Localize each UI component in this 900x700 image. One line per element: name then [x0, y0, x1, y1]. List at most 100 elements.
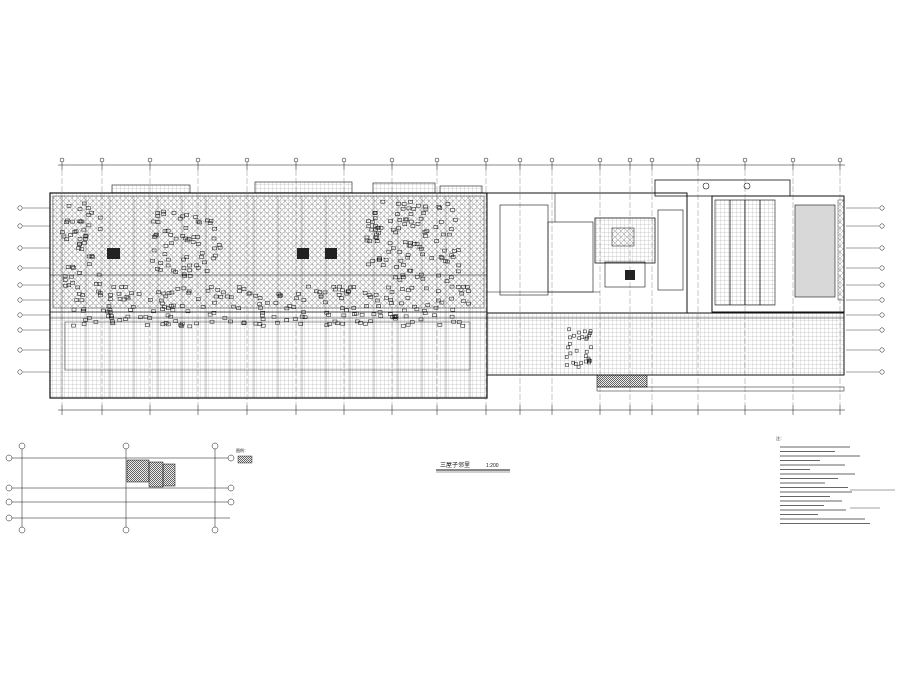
skylight-block	[221, 290, 226, 295]
skylight-block	[181, 266, 187, 270]
skylight-block	[412, 304, 417, 309]
skylight-block	[96, 289, 101, 294]
skylight-block	[110, 321, 116, 326]
skylight-block	[136, 292, 142, 296]
skylight-block	[397, 250, 403, 254]
skylight-block	[165, 228, 171, 233]
skylight-block	[222, 316, 228, 320]
skylight-block	[260, 317, 266, 322]
legend-swatch	[237, 455, 253, 464]
skylight-block	[353, 311, 359, 316]
skylight-block	[66, 204, 72, 208]
axis-bubble	[17, 223, 23, 229]
skylight-block	[182, 274, 187, 278]
skylight-block	[148, 298, 153, 302]
skylight-block	[408, 212, 414, 216]
skylight-block	[237, 285, 242, 289]
skylight-block	[79, 298, 85, 303]
skylight-block	[205, 218, 210, 223]
skylight-block	[339, 296, 344, 301]
skylight-block	[145, 323, 150, 327]
skylight-block	[128, 308, 133, 312]
axis-bubble	[879, 327, 885, 333]
skylight-block	[81, 227, 87, 232]
skylight-block	[117, 318, 123, 323]
skylight-block	[351, 285, 357, 289]
skylight-block	[436, 273, 441, 278]
skylight-block	[418, 216, 424, 221]
skylight-block	[171, 211, 177, 215]
skylight-block	[419, 246, 424, 251]
skylight-block	[449, 284, 455, 289]
skylight-block	[63, 283, 68, 288]
skylight-block	[111, 285, 117, 289]
skylight-block	[117, 297, 123, 301]
skylight-block	[410, 224, 416, 228]
skylight-block	[340, 321, 346, 326]
skylight-block	[80, 293, 85, 297]
skylight-block	[275, 320, 280, 325]
skylight-block	[421, 211, 426, 215]
skylight-block	[284, 306, 290, 311]
skylight-block	[326, 313, 331, 317]
skylight-block	[588, 359, 592, 363]
skylight-block	[437, 206, 443, 210]
axis-bubble	[649, 157, 655, 163]
skylight-block	[420, 252, 425, 257]
skylight-block	[384, 295, 389, 300]
skylight-block	[386, 249, 392, 254]
skylight-block	[362, 291, 368, 295]
axis-bubble	[147, 157, 153, 163]
skylight-block	[414, 241, 420, 246]
axis-bubble	[17, 265, 23, 271]
skylight-block	[71, 307, 77, 312]
skylight-block	[168, 314, 174, 319]
skylight-block	[209, 319, 215, 324]
skylight-block	[241, 321, 247, 326]
skylight-block	[456, 263, 462, 268]
skylight-block	[89, 210, 94, 215]
skylight-block	[212, 300, 217, 305]
skylight-block	[125, 314, 131, 319]
skylight-block	[77, 207, 83, 211]
skylight-block	[461, 284, 466, 289]
skylight-block	[86, 254, 92, 259]
skylight-block	[364, 235, 370, 240]
skylight-block	[440, 232, 446, 237]
skylight-block	[393, 314, 399, 319]
skylight-block	[449, 296, 454, 301]
skylight-block	[453, 218, 458, 222]
skylight-block	[337, 284, 342, 289]
skylight-block	[187, 324, 193, 329]
skylight-block	[66, 283, 72, 288]
axis-bubble	[879, 312, 885, 318]
skylight-block	[423, 204, 428, 209]
skylight-block	[406, 243, 412, 248]
notes-block: 注：	[776, 435, 870, 524]
skylight-block	[213, 294, 219, 299]
axis-bubble	[195, 157, 201, 163]
axis-bubble	[879, 297, 885, 303]
skylight-block	[336, 293, 342, 297]
skylight-block	[228, 295, 234, 300]
skylight-block	[414, 307, 420, 312]
skylight-block	[373, 235, 378, 240]
skylight-block	[409, 320, 415, 324]
skylight-block	[77, 292, 82, 296]
skylight-block	[169, 290, 175, 295]
skylight-block	[284, 318, 289, 322]
skylight-block	[374, 236, 380, 240]
axis-bubble	[244, 157, 250, 163]
axis-bubble	[293, 157, 299, 163]
skylight-block	[123, 317, 128, 321]
skylight-block	[402, 240, 408, 245]
skylight-block	[332, 319, 338, 324]
skylight-block	[79, 247, 84, 251]
skylight-block	[302, 315, 308, 320]
skylight-block	[80, 309, 86, 313]
skylight-block	[158, 268, 163, 272]
skylight-block	[108, 293, 113, 297]
axis-bubble	[434, 157, 440, 163]
axis-bubble	[879, 369, 885, 375]
skylight-block	[314, 289, 319, 294]
